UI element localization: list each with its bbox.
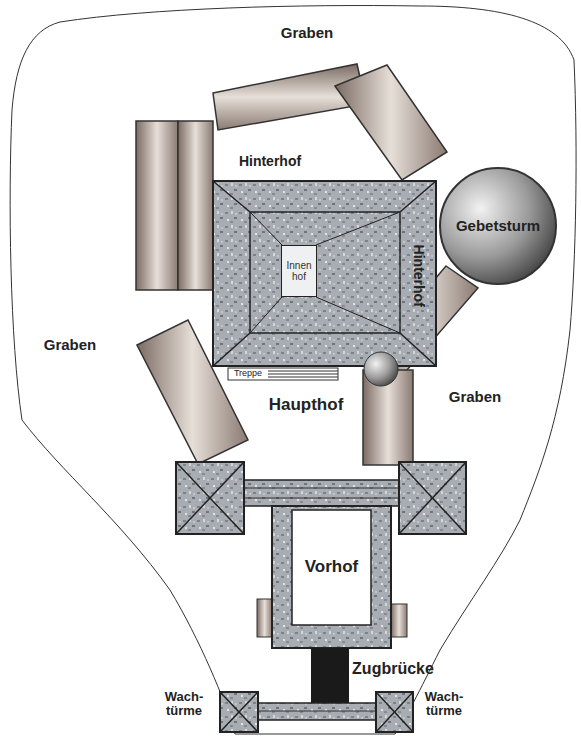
watchtower-label: Wach- türme (412, 690, 476, 719)
drawbridge-label: Zugbrücke (352, 660, 434, 678)
court-label: Hinterhof (410, 245, 425, 307)
inner-court-box: Innen hof (281, 245, 317, 297)
moat-label: Graben (44, 337, 97, 354)
forecourt-box: Vorhof (292, 510, 371, 625)
watchtower-label: Wach- türme (152, 690, 216, 719)
prayer-tower: Gebetsturm (437, 166, 559, 286)
node-text: Vorhof (305, 558, 359, 577)
court-label: Hinterhof (239, 154, 301, 169)
moat-label: Graben (449, 389, 502, 406)
court-label: Haupthof (269, 396, 344, 415)
node-text: Innen hof (284, 260, 314, 282)
stairs-label: Treppe (233, 369, 263, 379)
moat-label: Graben (281, 25, 334, 42)
node-text: Gebetsturm (456, 218, 540, 235)
